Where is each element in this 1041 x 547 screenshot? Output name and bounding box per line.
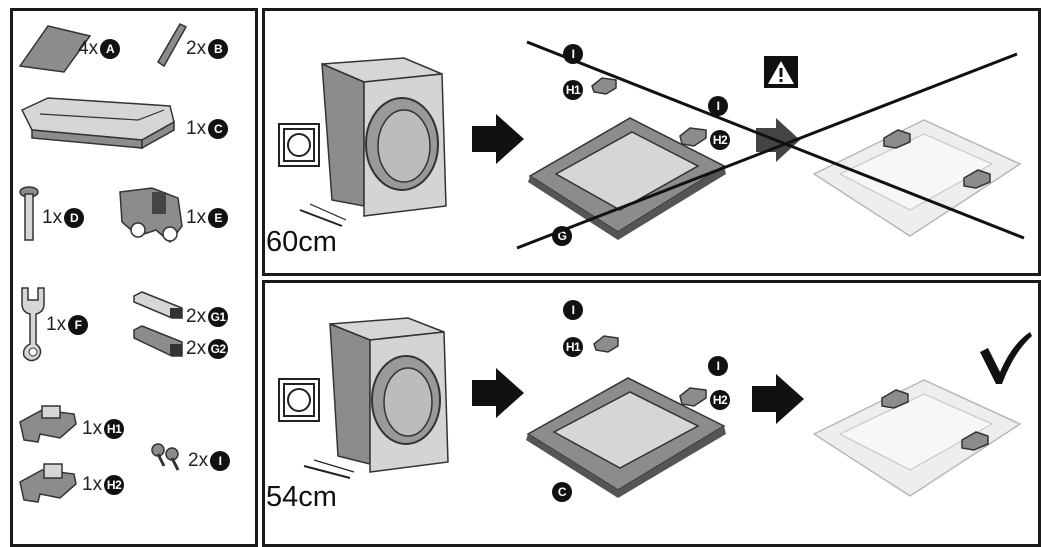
checkmark-icon: [980, 332, 1032, 384]
faded-tray-top: [812, 119, 1022, 237]
depth-label-54: 54cm: [266, 481, 337, 513]
arrow-right-icon: [472, 114, 524, 164]
screws-i-icon: [151, 443, 180, 471]
bolt-d-icon: [19, 186, 39, 241]
tray-c-icon: [20, 97, 175, 150]
callout-i-bottom-1: I: [563, 300, 583, 320]
callout-h2-bottom: H2: [710, 390, 730, 410]
callout-h1-top: H1: [563, 80, 583, 100]
callout-i-top-2: I: [708, 96, 728, 116]
callout-h1-bottom: H1: [563, 337, 583, 357]
tumble-dryer-icon: [278, 123, 320, 167]
tray-assembly-bottom: [526, 377, 726, 498]
clip-g1-icon: [133, 291, 183, 319]
clip-h2-top-icon: [679, 127, 707, 147]
depth-label-60: 60cm: [266, 226, 337, 258]
dryer-machine-bottom: [303, 317, 449, 479]
tumble-dryer-icon-bottom: [278, 378, 320, 422]
strip-b-icon: [156, 23, 188, 68]
tray-assembly-top: [528, 117, 726, 240]
callout-c-bottom: C: [552, 482, 572, 502]
bracket-e-icon: [119, 187, 183, 244]
top-step-panel: [262, 8, 1041, 276]
clip-h2-bottom-icon: [679, 387, 707, 407]
callout-h2-top: H2: [710, 130, 730, 150]
plate-h1-icon: [19, 405, 77, 443]
plate-h2-icon: [19, 463, 77, 503]
pad-a-icon: [18, 25, 92, 73]
wrench-f-icon: [21, 287, 45, 362]
clip-h1-bottom-icon: [593, 335, 619, 353]
parts-panel: [10, 8, 258, 547]
clip-h1-top-icon: [591, 77, 617, 95]
bottom-step-panel: [262, 280, 1041, 547]
callout-i-bottom-2: I: [708, 356, 728, 376]
dryer-machine-top: [299, 57, 447, 227]
arrow-right-icon-bottom-1: [472, 368, 524, 418]
arrow-right-icon-bottom-2: [752, 374, 804, 424]
warning-triangle-icon: [764, 56, 798, 88]
finished-tray-bottom: [812, 379, 1022, 497]
clip-g2-icon: [133, 325, 183, 357]
